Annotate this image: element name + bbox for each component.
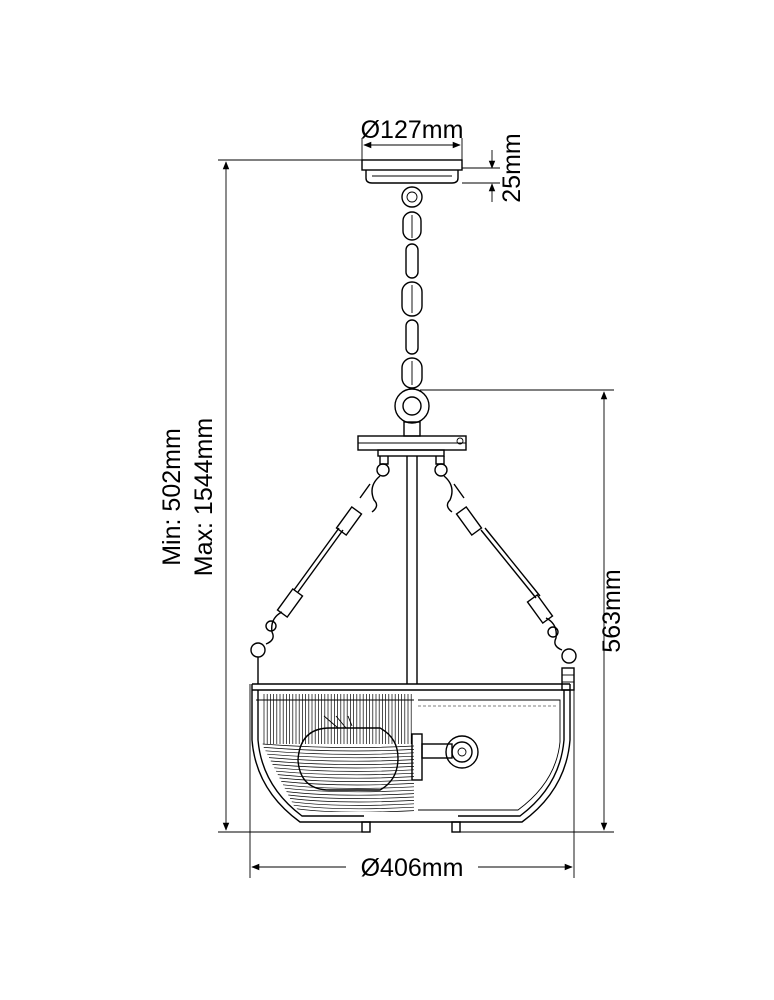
right-suspension-cable xyxy=(434,463,577,691)
fixture-diameter-label: Ø406mm xyxy=(361,854,464,882)
ceiling-canopy xyxy=(361,159,463,184)
overall-max-label: Max: 1544mm xyxy=(190,418,218,576)
canopy-diameter-dimension: Ø127mm xyxy=(361,116,464,160)
fixture-height-dimension: 563mm xyxy=(420,389,626,833)
fixture-height-label: 563mm xyxy=(598,569,626,652)
spider-hub xyxy=(357,421,467,465)
canopy-height-label: 25mm xyxy=(498,133,526,202)
glass-section-right xyxy=(418,699,561,811)
overall-min-label: Min: 502mm xyxy=(158,428,186,566)
canopy-height-dimension: 25mm xyxy=(462,133,526,203)
canopy-diameter-label: Ø127mm xyxy=(361,116,464,144)
fixture-diameter-dimension: Ø406mm xyxy=(249,684,575,882)
fluted-glass-shade xyxy=(262,694,414,812)
overall-height-dimension: Min: 502mm Max: 1544mm xyxy=(158,159,362,833)
bowl-frame xyxy=(251,683,571,833)
bulb-and-socket xyxy=(297,715,479,791)
suspension-chain xyxy=(394,186,430,424)
center-rod xyxy=(406,456,418,684)
left-suspension-cable xyxy=(250,463,390,684)
